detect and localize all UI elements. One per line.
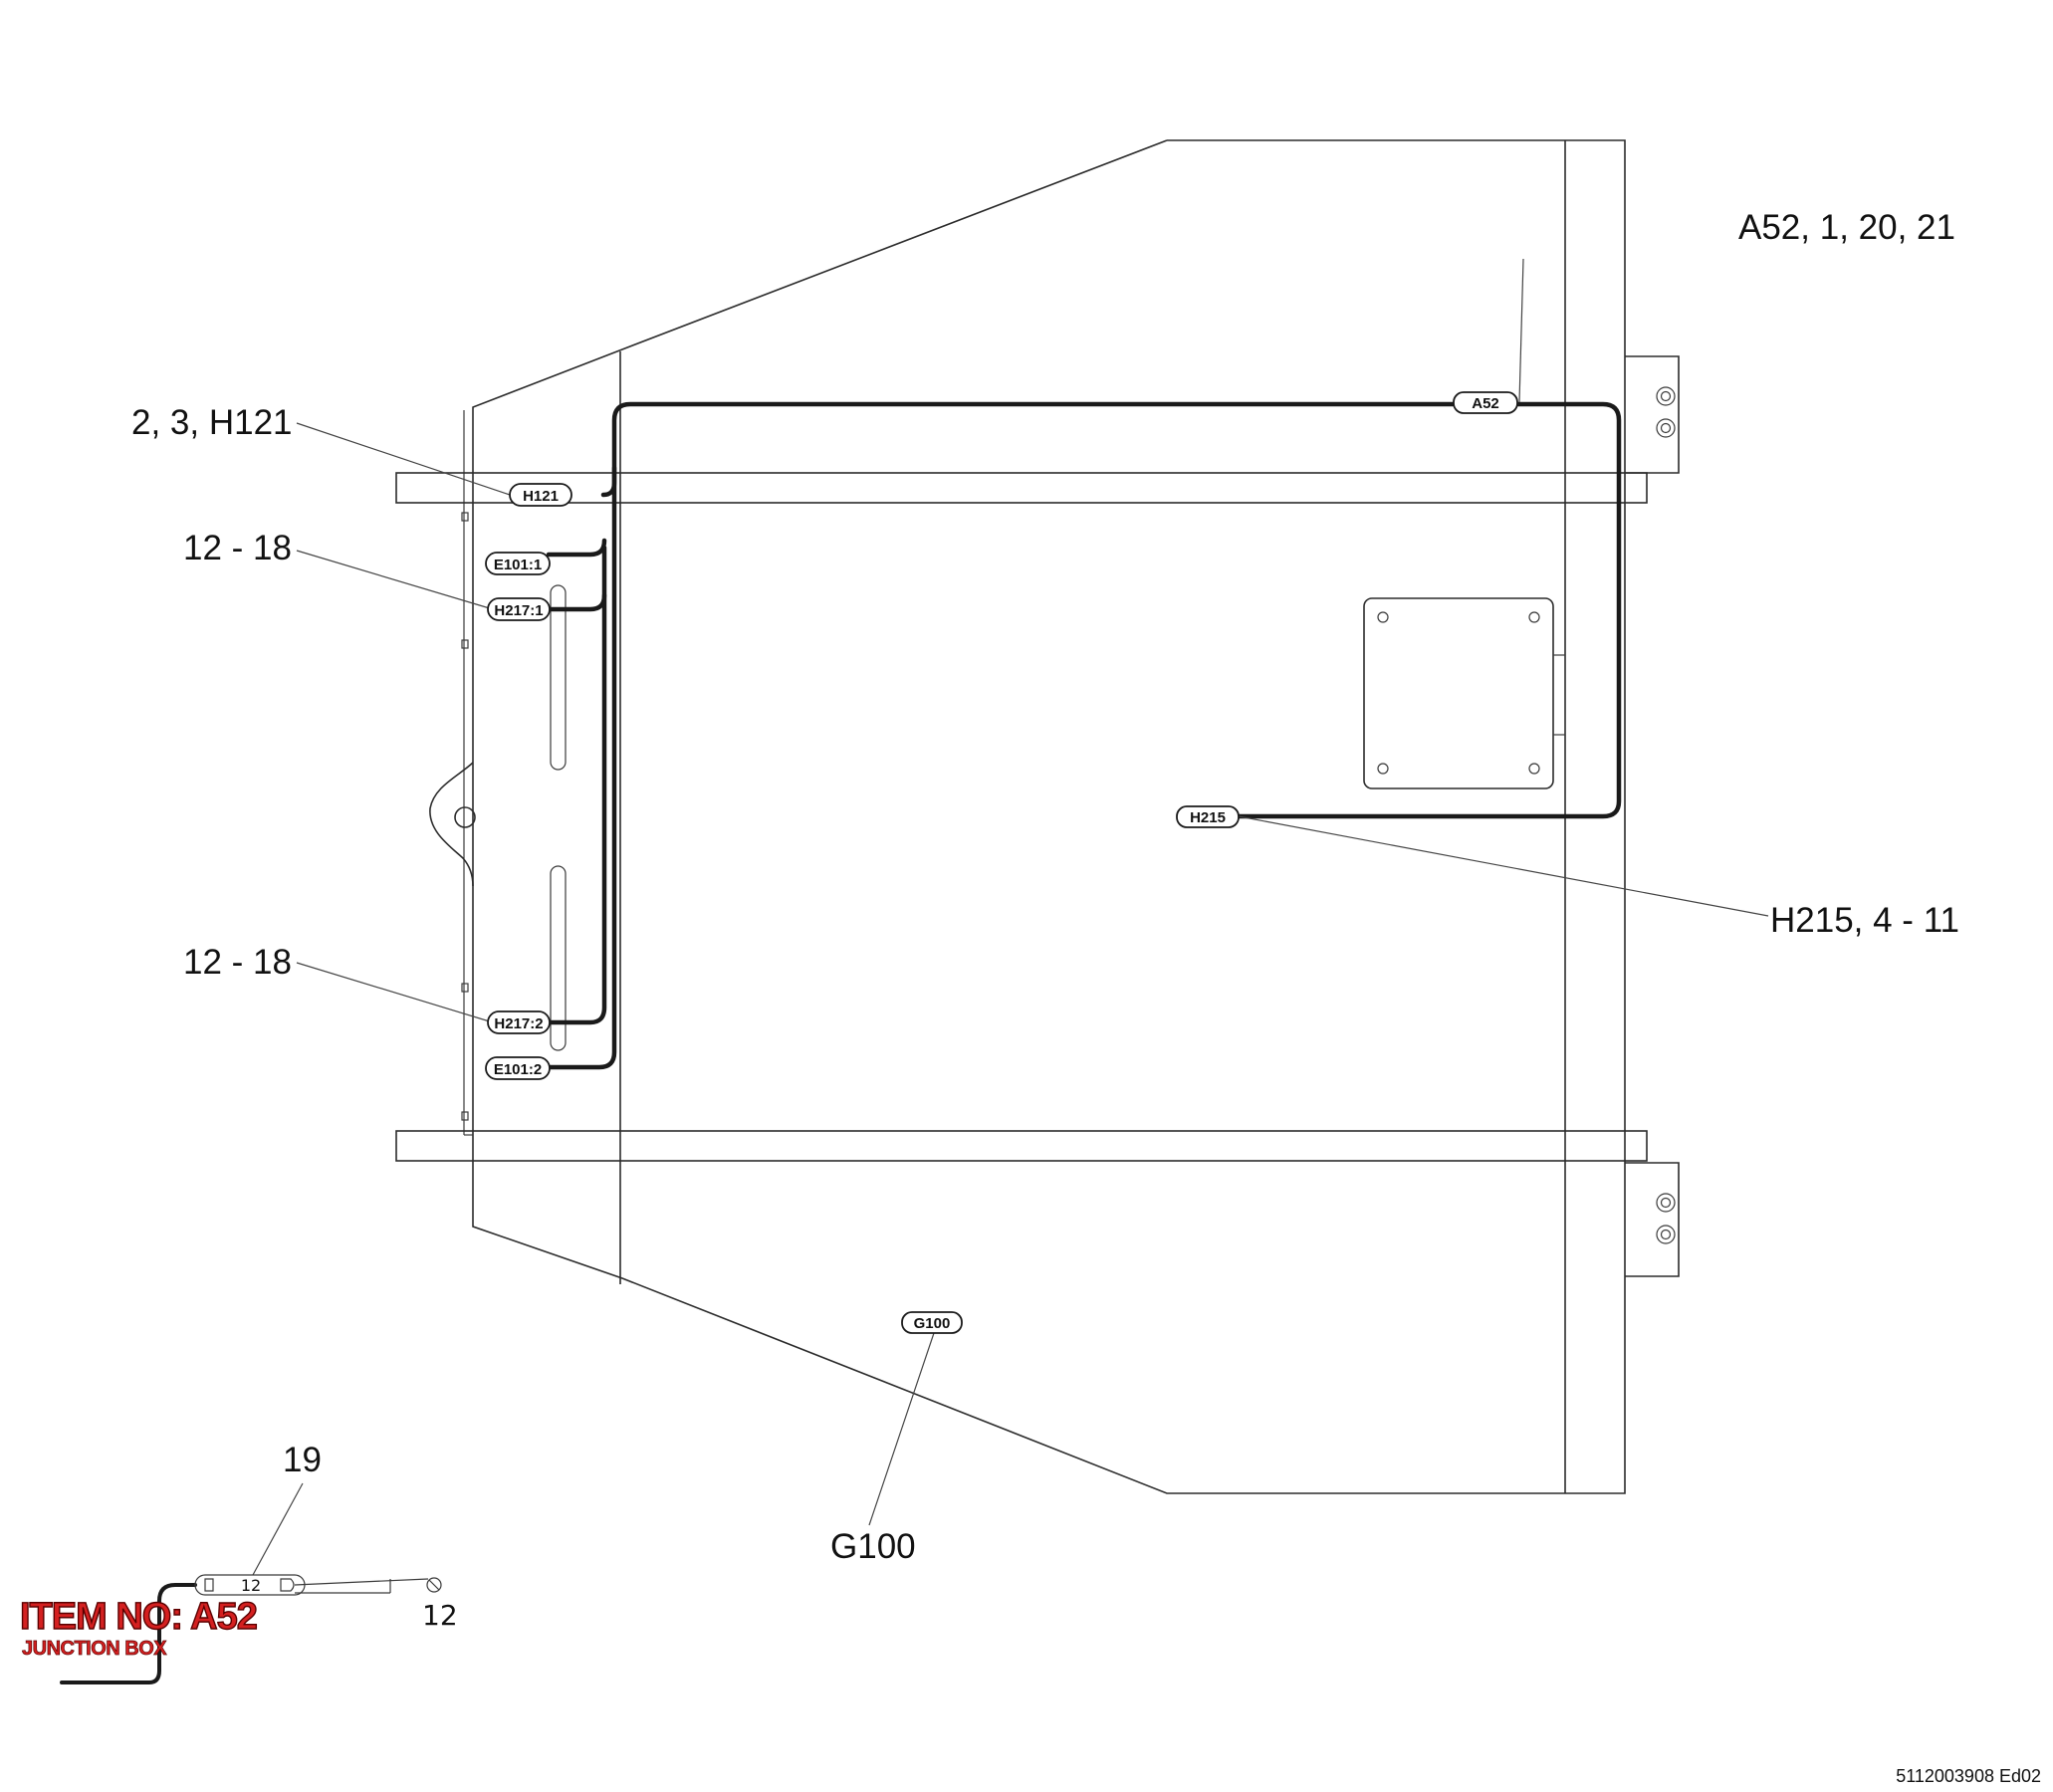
tag-h215[interactable]: H215 (1176, 805, 1240, 828)
legend-probe-icon (426, 1577, 442, 1593)
tag-h217-1[interactable]: H217:1 (487, 597, 551, 621)
tag-h217-2[interactable]: H217:2 (487, 1010, 551, 1034)
tag-a52[interactable]: A52 (1453, 391, 1518, 414)
item-subtitle: JUNCTION BOX (22, 1638, 167, 1660)
svg-text:H121: H121 (523, 488, 559, 505)
callout-a52: A52, 1, 20, 21 (1738, 208, 1955, 247)
item-title: ITEM NO: A52 (20, 1596, 257, 1638)
legend-connector-callout: 12 (422, 1599, 458, 1632)
tag-g100[interactable]: G100 (901, 1311, 963, 1334)
frame-outline (395, 139, 1680, 1494)
tag-e101-1[interactable]: E101:1 (485, 552, 551, 575)
svg-text:G100: G100 (914, 1315, 951, 1332)
leader-lines (252, 258, 1769, 1576)
svg-text:H217:1: H217:1 (494, 602, 543, 619)
callout-g100: G100 (830, 1527, 916, 1566)
callout-h215: H215, 4 - 11 (1770, 901, 1959, 940)
tag-h121[interactable]: H121 (509, 483, 572, 507)
svg-text:A52: A52 (1472, 395, 1499, 412)
callout-h121: 2, 3, H121 (131, 403, 293, 442)
tag-e101-2[interactable]: E101:2 (485, 1056, 551, 1080)
callout-h217-1: 12 - 18 (183, 529, 292, 567)
item-legend: 12 12 ITEM NO: A52 JUNCTION BOX (19, 1574, 458, 1684)
svg-text:H217:2: H217:2 (494, 1015, 543, 1032)
svg-text:H215: H215 (1190, 809, 1226, 826)
document-number: 5112003908 Ed02 (1896, 1766, 2041, 1786)
callout-item-19: 19 (283, 1441, 322, 1479)
svg-text:E101:1: E101:1 (494, 557, 542, 573)
legend-connector-label: 12 (241, 1576, 261, 1595)
svg-text:E101:2: E101:2 (494, 1061, 542, 1078)
harness (546, 401, 1622, 1070)
callout-h217-2: 12 - 18 (183, 943, 292, 982)
